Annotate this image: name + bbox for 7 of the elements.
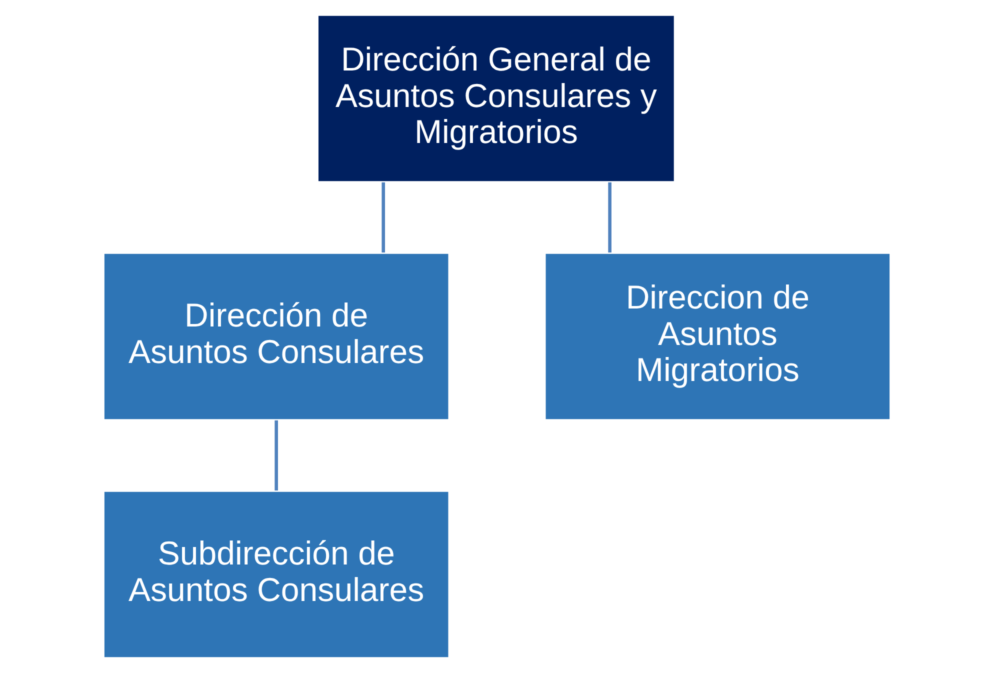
node-box: Direccion de Asuntos Migratorios <box>544 252 892 421</box>
node-box: Subdirección de Asuntos Consulares <box>102 490 450 659</box>
connector <box>382 182 386 253</box>
connector <box>608 182 612 253</box>
node-box: Dirección General de Asuntos Consulares y Migratorios <box>316 14 676 183</box>
connector <box>274 420 278 491</box>
node-box: Dirección de Asuntos Consulares <box>102 252 450 421</box>
